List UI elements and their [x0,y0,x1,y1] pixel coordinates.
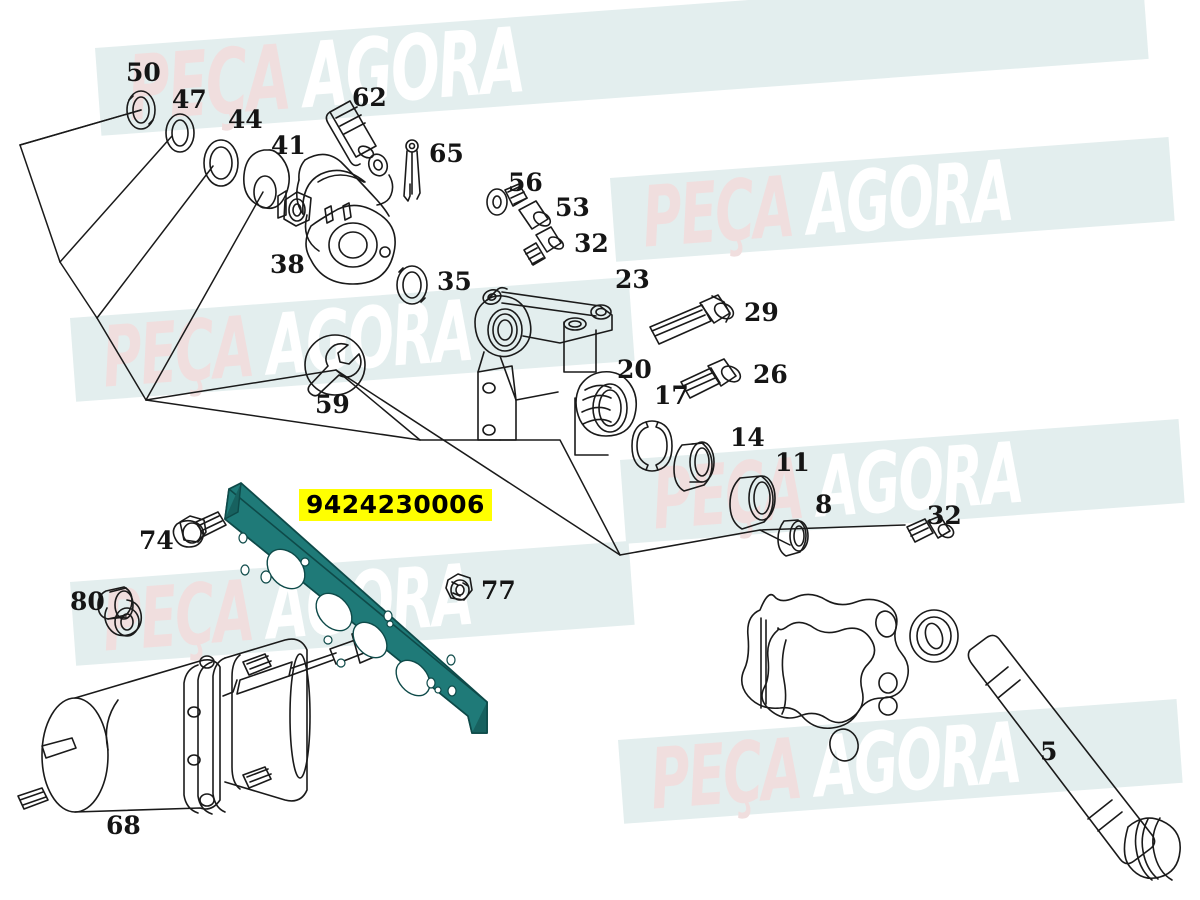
part-68-brake-chamber [17,627,382,815]
leader-lines [19,109,621,556]
callout-62: 62 [352,83,387,112]
callout-50: 50 [126,58,161,87]
callout-44: 44 [228,105,263,134]
part-23-bracket [474,286,613,441]
callout-26: 26 [753,360,788,389]
part-8-ring [777,519,809,557]
part-47-ring [165,113,195,153]
callout-38: 38 [270,250,305,279]
callout-5: 5 [1040,737,1058,766]
part-44-ring [203,139,239,187]
part-5-camshaft [967,634,1181,881]
part-35-seal [396,265,428,305]
part-26-bolt [680,358,742,399]
part-38-slack-adjuster [277,153,396,285]
callout-23: 23 [615,265,650,294]
part-77-nut [445,573,473,601]
callout-35: 35 [437,267,472,296]
part-53-bolt [504,183,552,230]
part-74-bolt [172,511,227,548]
callout-8: 8 [815,490,833,519]
callout-77: 77 [481,576,516,605]
part-housing [740,593,959,762]
callout-41: 41 [271,131,306,160]
leader-lines-right [335,369,906,556]
callout-65: 65 [429,139,464,168]
part-41-seal [243,149,290,210]
part-11-bearing [729,475,776,530]
callout-80: 80 [70,587,105,616]
callout-29: 29 [744,298,779,327]
callout-68: 68 [106,811,141,840]
part-62-pin [325,100,377,167]
callout-47: 47 [172,85,207,114]
wrench-icon-circle [304,334,366,397]
callout-59: 59 [315,390,350,419]
part-20-bellows [574,370,638,456]
highlighted-part-number: 9424230006 [299,489,492,521]
callout-11: 11 [775,448,810,477]
part-80-fitting [97,586,143,637]
callout-32-lower: 32 [927,501,962,530]
callout-14: 14 [730,423,765,452]
callout-53: 53 [555,193,590,222]
part-56-washer [486,188,508,216]
callout-32-upper: 32 [574,229,609,258]
highlighted-bracket-plate [224,482,488,734]
callout-74: 74 [139,526,174,555]
callout-20: 20 [617,355,652,384]
part-17-snap-ring [631,420,673,472]
callout-17: 17 [654,381,689,410]
part-32-bolt-upper [523,226,565,266]
part-14-bearing [673,441,715,492]
part-29-bolt [649,294,735,345]
part-50-ring [126,90,156,130]
part-32-bolt-lower [906,515,955,543]
callout-56: 56 [508,168,543,197]
part-65-split-pin [403,139,421,202]
